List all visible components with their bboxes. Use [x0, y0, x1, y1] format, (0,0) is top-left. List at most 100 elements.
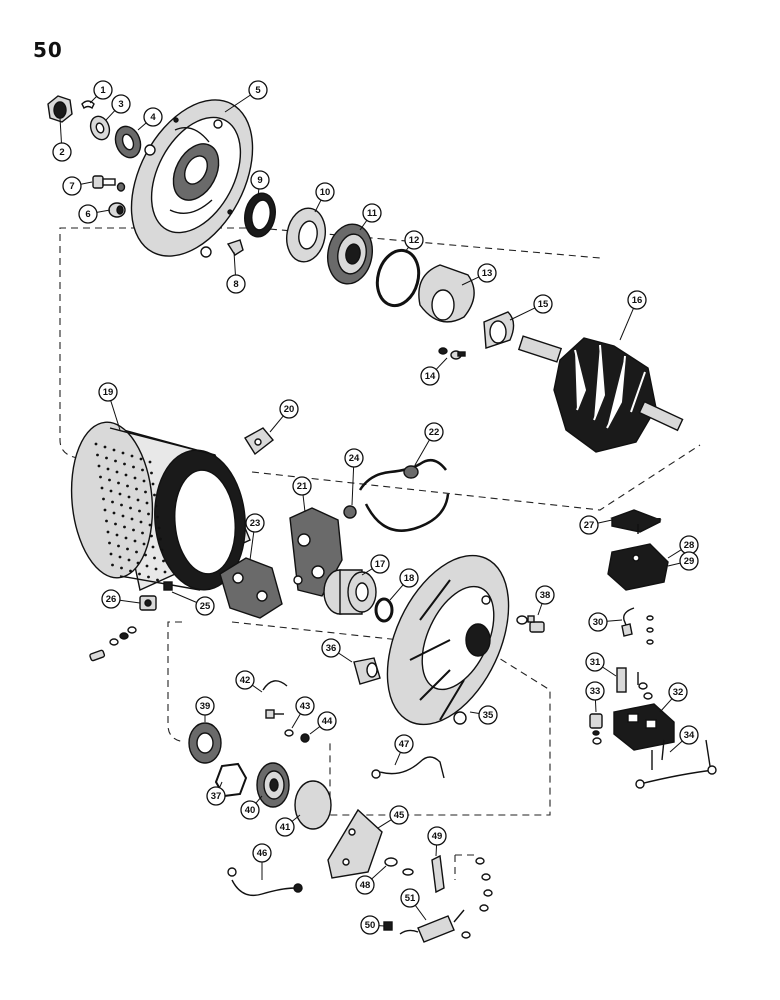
slip-ring-end-frame	[386, 554, 510, 726]
callout-label: 33	[590, 686, 601, 697]
vent-hole	[112, 448, 116, 452]
callout-13: 13	[461, 263, 497, 286]
callout-label: 31	[590, 657, 601, 668]
vent-hole	[126, 547, 129, 551]
vent-hole	[106, 467, 110, 471]
leader-line	[257, 188, 260, 197]
bolt-spacer	[108, 202, 126, 218]
vent-hole	[130, 454, 134, 458]
callout-circle	[370, 554, 390, 574]
callout-20: 20	[269, 399, 299, 433]
vent-hole	[151, 482, 155, 486]
leader-line	[255, 795, 263, 804]
callout-label: 7	[69, 181, 74, 192]
vent-hole	[153, 493, 156, 497]
vent-hole	[147, 512, 150, 516]
vent-hole	[157, 526, 161, 530]
callout-circle	[248, 80, 268, 100]
callout-label: 26	[106, 594, 117, 605]
vent-hole	[145, 501, 149, 505]
screw-washer	[438, 347, 466, 360]
washer-set	[384, 857, 414, 876]
vent-hole	[142, 479, 146, 483]
callout-label: 46	[257, 848, 268, 859]
callout-circle	[535, 585, 555, 605]
callout-label: 12	[409, 235, 420, 246]
bracket	[244, 427, 275, 456]
callout-50: 50	[360, 915, 385, 935]
callout-circle	[355, 875, 375, 895]
callout-label: 14	[425, 371, 436, 382]
callout-37: 37	[206, 781, 226, 806]
callout-circle	[52, 142, 72, 162]
callout-label: 50	[365, 920, 376, 931]
leader-line	[137, 122, 147, 131]
vent-hole	[112, 511, 116, 515]
assembly-guide-upper	[59, 227, 701, 511]
leader-line	[252, 684, 263, 693]
leader-line	[96, 209, 111, 213]
leader-line	[309, 726, 321, 735]
leader-line	[389, 584, 404, 601]
callout-label: 5	[255, 85, 261, 96]
callout-48: 48	[355, 865, 387, 895]
callout-label: 6	[85, 209, 90, 220]
vent-hole	[120, 566, 123, 570]
callout-circle	[394, 734, 414, 754]
callout-circle	[195, 596, 215, 616]
ground-wire	[227, 867, 303, 897]
leader-line	[219, 781, 223, 788]
vent-hole	[130, 517, 134, 521]
callout-circle	[206, 786, 226, 806]
vent-hole	[133, 476, 137, 480]
vent-hole	[118, 492, 122, 496]
callout-label: 28	[684, 540, 695, 551]
vent-hole	[120, 503, 123, 507]
callout-51: 51	[400, 888, 427, 921]
callout-6: 6	[78, 204, 111, 224]
vent-hole	[103, 445, 107, 449]
vent-hole	[156, 578, 159, 582]
callout-label: 47	[399, 739, 410, 750]
callout-1: 1	[89, 80, 113, 104]
leader-line	[606, 619, 623, 622]
callout-label: 16	[632, 295, 643, 306]
vent-hole	[111, 563, 114, 567]
callout-4: 4	[137, 107, 163, 131]
leader-line	[469, 711, 480, 715]
callout-29: 29	[667, 551, 699, 571]
callout-label: 9	[257, 175, 262, 186]
callout-47: 47	[394, 734, 414, 766]
vent-hole	[129, 506, 132, 510]
callout-15: 15	[509, 294, 553, 321]
vent-hole	[147, 575, 150, 579]
vent-hole	[111, 500, 114, 504]
leader-line	[461, 276, 480, 286]
vent-hole	[96, 453, 99, 457]
callout-circle	[404, 230, 424, 250]
leader-line	[314, 199, 322, 213]
callout-16: 16	[619, 290, 647, 341]
callout-8: 8	[226, 251, 246, 294]
connector-strap	[431, 854, 493, 912]
leader-line	[302, 494, 306, 513]
leader-line	[435, 844, 438, 857]
vent-hole	[139, 457, 143, 461]
callout-label: 49	[432, 831, 443, 842]
callout-label: 41	[280, 822, 291, 833]
terminal-stud	[262, 680, 310, 743]
callout-circle	[679, 725, 699, 745]
regulator-lead	[621, 607, 654, 645]
callout-14: 14	[420, 357, 448, 386]
vent-hole	[103, 508, 107, 512]
vent-hole	[136, 561, 140, 565]
voltage-regulator	[607, 524, 669, 591]
vent-hole	[97, 464, 101, 468]
bearing-sleeve	[323, 569, 377, 615]
vent-hole	[127, 495, 131, 499]
callout-label: 39	[200, 701, 211, 712]
callout-label: 34	[684, 730, 695, 741]
rotor	[517, 335, 684, 453]
callout-circle	[400, 888, 420, 908]
leader-line	[89, 96, 97, 104]
